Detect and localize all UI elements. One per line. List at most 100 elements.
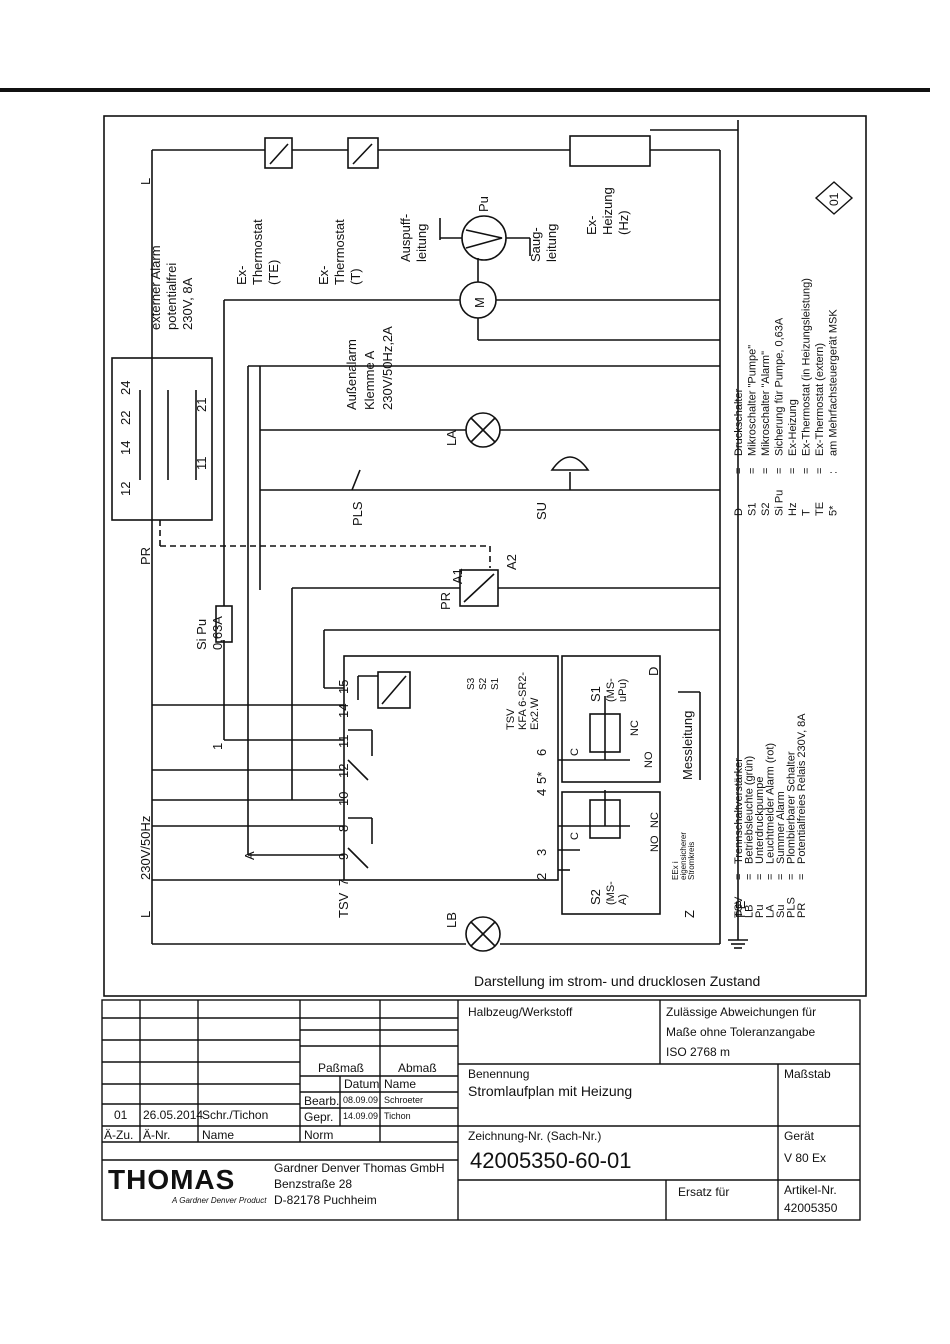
artikel-label: Artikel-Nr.	[784, 1183, 837, 1197]
legend-left-text-5: Plombierbarer Schalter	[786, 751, 798, 864]
legend-left-sep-0: =	[733, 874, 745, 880]
s2-no: NO	[649, 835, 661, 852]
legend-left-sep-4: =	[775, 874, 787, 880]
pls-label: PLS	[350, 501, 365, 526]
datum-label: Datum	[344, 1077, 380, 1091]
revision-badge: 01	[827, 192, 841, 206]
terminal-6: 6	[534, 749, 549, 756]
legend-right-code-7: 5*	[828, 505, 840, 516]
legend-left-text-0: Trennschaltverstärker	[733, 758, 745, 864]
legend-left-code-6: PR	[796, 903, 808, 918]
motor-label: M	[472, 297, 487, 308]
terminal-7: 7	[336, 879, 351, 886]
lb-label: LB	[444, 912, 459, 928]
terminal-11: 11	[336, 735, 351, 749]
exhaust-2: leitung	[414, 224, 429, 262]
tolerance-line-2: Maße ohne Toleranzangabe	[666, 1025, 816, 1039]
eex-2: eigensicherer	[679, 832, 688, 880]
alarm-terminal-12: 12	[118, 482, 133, 496]
heater-3: (Hz)	[616, 210, 631, 235]
dip-s1: S1	[490, 677, 501, 690]
thermo-t-2: Thermostat	[332, 219, 347, 285]
s2-c: C	[569, 832, 581, 840]
pump-label: Pu	[476, 196, 491, 212]
outer-alarm-2: Klemme A	[362, 350, 377, 410]
legend-right-sep-6: =	[814, 468, 826, 474]
terminal-3: 3	[534, 849, 549, 856]
legend-right-text-5: Ex-Thermostat (in Heizungsleistung)	[801, 278, 813, 456]
tsv-isolator-icon	[377, 671, 411, 709]
gepr-name: Tichon	[384, 1111, 411, 1121]
ext-alarm-1: externer Alarm	[148, 245, 163, 330]
thermo-te-1: Ex-	[234, 266, 249, 286]
tsv-type-1: TSV	[505, 708, 517, 730]
a-label: A	[242, 851, 257, 860]
tsv-type-3: Ex2.W	[529, 697, 541, 730]
legend-right-code-1: S1	[747, 503, 759, 516]
bus-l-bottom: L	[138, 911, 153, 918]
legend-left-code-5: PLS	[786, 897, 798, 918]
alarm-terminal-24: 24	[118, 381, 133, 395]
legend-left-text-4: Summer Alarm	[775, 791, 787, 864]
thermo-te-2: Thermostat	[250, 219, 265, 285]
terminal-8: 8	[336, 825, 351, 832]
legend-right-sep-4: =	[787, 468, 799, 474]
norm-label: Norm	[304, 1128, 334, 1142]
legend-right-sep-5: =	[801, 468, 813, 474]
s2-type-2: A)	[617, 894, 629, 905]
s1-nc: NC	[629, 720, 641, 736]
halbzeug-label: Halbzeug/Werkstoff	[468, 1005, 573, 1019]
terminal-12: 12	[336, 764, 351, 778]
thermo-te-3: (TE)	[266, 260, 281, 285]
company-name: Gardner Denver Thomas GmbH	[274, 1161, 445, 1175]
benennung-label: Benennung	[468, 1067, 530, 1081]
revision-no: 01	[114, 1108, 128, 1122]
legend-right-code-2: S2	[760, 503, 772, 516]
dip-s2: S2	[478, 677, 489, 690]
s2-type-1: (MS-	[605, 881, 617, 905]
legend-left-sep-1: =	[744, 874, 756, 880]
passmass-label: Paßmaß	[318, 1061, 365, 1075]
legend-right-text-6: Ex-Thermostat (extern)	[814, 343, 826, 456]
drawing-number: 42005350-60-01	[470, 1148, 632, 1173]
messleitung-label: Messleitung	[680, 711, 695, 780]
one-label: 1	[210, 743, 225, 750]
s1-no: NO	[643, 751, 655, 768]
legend-right-text-0: Druckschalter	[733, 388, 745, 456]
legend-left-text-6: Potentialfreies Relais 230V, 8A	[796, 713, 808, 864]
heater-1: Ex-	[584, 216, 599, 236]
legend-left-sep-2: =	[754, 874, 766, 880]
alarm-terminal-22: 22	[118, 411, 133, 425]
legend-right-text-1: Mikroschalter "Pumpe"	[747, 345, 759, 456]
legend-left-text-1: Betriebsleuchte (grün)	[744, 756, 756, 864]
legend-right-code-6: TE	[814, 502, 826, 516]
thermo-t-1: Ex-	[316, 266, 331, 286]
pr-bus-label: PR	[138, 547, 153, 565]
legend-right-code-0: D	[733, 508, 745, 516]
page-top-rule	[0, 88, 930, 92]
bearb-label: Bearb.	[304, 1094, 340, 1108]
legend-left-code-1: LB	[744, 905, 756, 918]
eex-3: Stromkreis	[687, 842, 696, 880]
s1-type-2: uPu)	[617, 679, 629, 702]
ext-alarm-2: potentialfrei	[164, 263, 179, 330]
revision-badge-icon	[814, 181, 854, 215]
relay-pr-label: PR	[438, 592, 453, 610]
tolerance-line-1: Zulässige Abweichungen für	[666, 1005, 817, 1019]
voltage-label: 230V/50Hz	[138, 816, 153, 880]
legend-right-sep-3: =	[774, 468, 786, 474]
s1-c: C	[569, 748, 581, 756]
legend-right-text-3: Sicherung für Pumpe, 0,63A	[774, 317, 786, 456]
legend-left-code-0: TSV	[733, 896, 745, 918]
s2-name: S2	[588, 889, 603, 905]
alarm-terminal-box	[111, 357, 213, 521]
exhaust-1: Auspuff-	[398, 214, 413, 262]
legend-right-text-2: Mikroschalter "Alarm"	[760, 351, 772, 456]
gepr-label: Gepr.	[304, 1110, 334, 1124]
legend-left-sep-3: =	[765, 874, 777, 880]
terminal-4: 4	[534, 789, 549, 796]
bus-l-top: L	[138, 178, 153, 185]
tsv-label: TSV	[336, 892, 351, 918]
pe-label: PE	[733, 900, 748, 918]
